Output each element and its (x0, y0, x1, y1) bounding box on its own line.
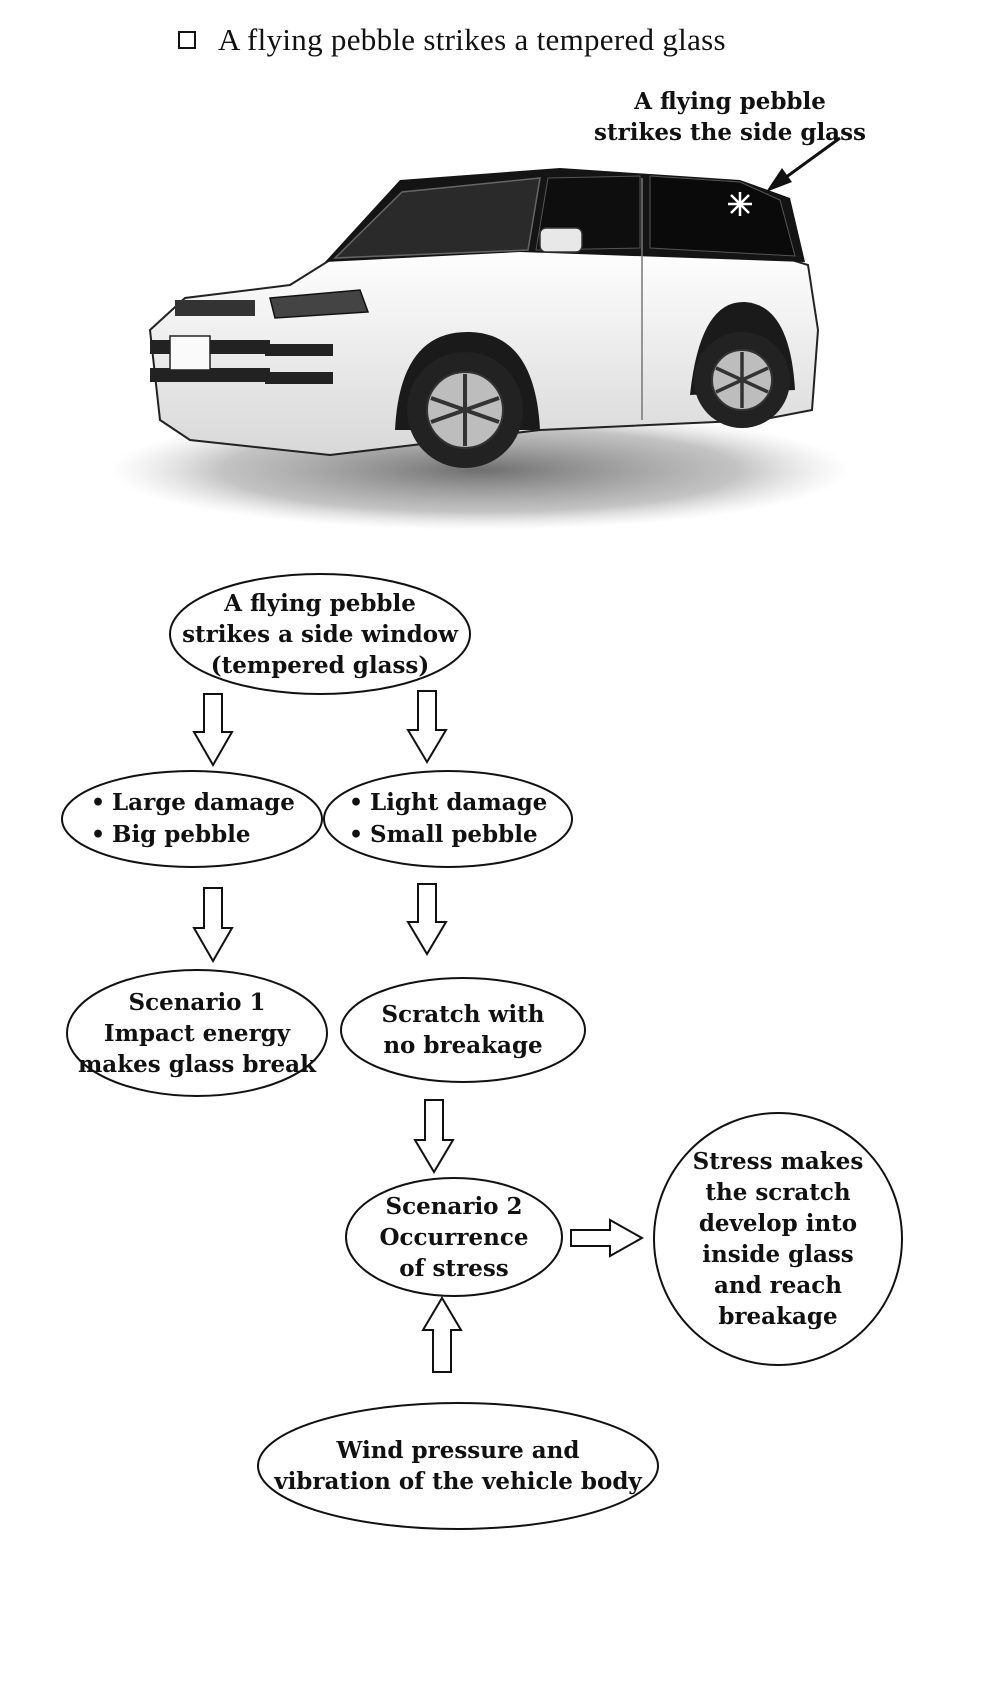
node-scenario1: Scenario 1 Impact energy makes glass bre… (67, 970, 327, 1096)
rear-side-window (649, 175, 796, 257)
windshield (333, 177, 541, 259)
node-line: breakage (718, 1303, 838, 1330)
node-scratch-ellipse (340, 977, 586, 1083)
node-line: Impact energy (103, 1019, 291, 1047)
star-burst-icon (728, 192, 752, 216)
node-scenario2-ellipse (345, 1177, 563, 1297)
node-line: Scratch with (381, 1001, 545, 1028)
node-line: Scenario 1 (128, 988, 266, 1016)
node-line: Scenario 2 (385, 1192, 523, 1220)
arrow-down-light (406, 690, 448, 764)
bullet-item: Small pebble (342, 819, 538, 851)
grille (175, 300, 255, 316)
node-scenario2: Scenario 2 Occurrence of stress (346, 1178, 562, 1296)
node-line: Occurrence (379, 1223, 529, 1251)
node-start: A flying pebble strikes a side window (t… (170, 574, 470, 694)
node-line: Stress makes (692, 1148, 864, 1175)
page-title: A flying pebble strikes a tempered glass (218, 22, 726, 57)
node-line: develop into (698, 1210, 858, 1237)
node-line: of stress (399, 1254, 509, 1282)
node-stress-result: Stress makes the scratch develop into in… (654, 1113, 902, 1365)
node-line: Wind pressure and (336, 1437, 580, 1464)
node-light-damage-ellipse (323, 770, 573, 868)
node-stress-result-ellipse (653, 1112, 903, 1366)
node-line: vibration of the vehicle body (274, 1468, 642, 1495)
arrow-right-stress (570, 1218, 645, 1258)
arrow-down-scenario2 (413, 1099, 455, 1174)
title-row: A flying pebble strikes a tempered glass (178, 18, 726, 62)
node-large-damage-ellipse (61, 770, 323, 868)
side-mirror (539, 227, 583, 253)
bullet-item: Light damage (342, 787, 547, 819)
bullet-item: Large damage (84, 787, 295, 819)
bullet-item: Big pebble (84, 819, 251, 851)
node-line: and reach (713, 1272, 843, 1299)
node-scenario1-ellipse (66, 969, 328, 1097)
node-line: (tempered glass) (210, 651, 430, 679)
node-line: makes glass break (77, 1050, 317, 1078)
arrow-down-large (192, 693, 234, 768)
callout-line: A flying pebble (634, 88, 826, 115)
node-line: the scratch (705, 1179, 851, 1206)
license-plate (169, 335, 211, 371)
node-scratch: Scratch with no breakage (341, 978, 585, 1082)
callout-arrow (766, 136, 841, 192)
arrow-up-wind (421, 1296, 463, 1373)
suv-car-photo (110, 136, 850, 530)
node-wind: Wind pressure and vibration of the vehic… (258, 1403, 658, 1529)
arrow-down-scenario1 (192, 887, 234, 964)
checkbox-icon (178, 31, 196, 49)
headlight (269, 289, 370, 319)
arrow-down-scratch (406, 883, 448, 956)
node-line: strikes a side window (182, 620, 458, 648)
node-large-damage: Large damage Big pebble (84, 771, 324, 867)
node-line: no breakage (383, 1032, 543, 1059)
node-start-ellipse (169, 573, 471, 695)
callout-line: strikes the side glass (594, 119, 866, 146)
node-wind-ellipse (257, 1402, 659, 1530)
node-light-damage: Light damage Small pebble (342, 771, 572, 867)
node-line: inside glass (702, 1241, 854, 1268)
photo-callout: A flying pebble strikes the side glass (560, 86, 900, 148)
node-line: A flying pebble (224, 589, 416, 617)
